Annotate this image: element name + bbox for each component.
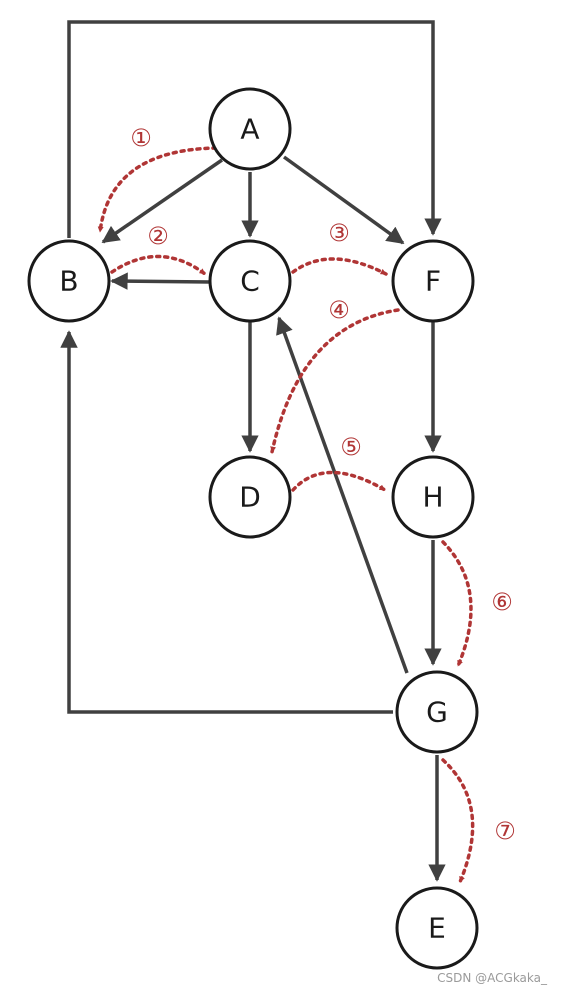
- traversal-arrow-7: [441, 758, 475, 884]
- node-a: A: [208, 87, 292, 171]
- step-label-4: ④: [328, 296, 350, 324]
- traversal-arrow-5: [291, 470, 387, 492]
- traversal-steps: [97, 146, 475, 884]
- node-c: C: [208, 239, 292, 323]
- node-h: H: [391, 455, 475, 539]
- node-f-label: F: [425, 265, 441, 298]
- node-g: G: [395, 670, 479, 754]
- edge-g-c: [276, 316, 409, 674]
- node-e-label: E: [428, 912, 446, 945]
- edge-g-b: [60, 330, 393, 714]
- step-label-3: ③: [328, 219, 350, 247]
- edge-a-b: [101, 158, 223, 244]
- node-f: F: [391, 239, 475, 323]
- step-label-2: ②: [147, 222, 169, 250]
- edge-b-f: [67, 20, 442, 238]
- node-g-label: G: [426, 696, 448, 729]
- node-a-label: A: [240, 113, 259, 146]
- traversal-arrow-6: [441, 540, 473, 668]
- edge-a-f: [282, 155, 405, 245]
- node-d-label: D: [239, 481, 261, 514]
- watermark: CSDN @ACGkaka_: [437, 971, 547, 985]
- step-label-5: ⑤: [340, 433, 362, 461]
- node-h-label: H: [422, 481, 443, 514]
- traversal-arrow-4: [270, 308, 400, 454]
- node-b: B: [27, 239, 111, 323]
- step-label-1: ①: [130, 124, 152, 152]
- nodes: A B C F D H G E: [27, 87, 479, 970]
- node-c-label: C: [240, 265, 260, 298]
- traversal-arrow-3: [291, 257, 388, 276]
- node-e: E: [395, 886, 479, 970]
- edge-c-b: [110, 272, 211, 290]
- node-b-label: B: [59, 265, 78, 298]
- step-label-6: ⑥: [491, 588, 513, 616]
- step-label-7: ⑦: [494, 817, 516, 845]
- traversal-arrow-2: [110, 254, 207, 276]
- traversal-arrow-1: [97, 146, 218, 234]
- step-labels: ① ② ③ ④ ⑤ ⑥ ⑦: [130, 124, 516, 845]
- node-d: D: [208, 455, 292, 539]
